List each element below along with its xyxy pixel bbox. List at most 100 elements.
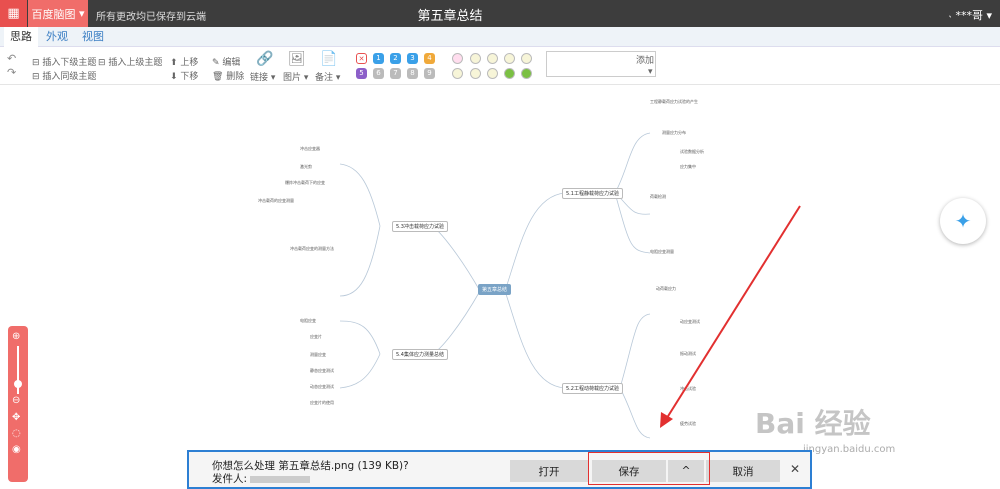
- leaf-node[interactable]: 测量应力分布: [662, 130, 686, 135]
- leaf-node[interactable]: 爆炸冲击载荷下的应变: [285, 180, 325, 185]
- caret-down-icon: ▾: [333, 73, 341, 83]
- priority-button-2[interactable]: 2: [390, 53, 401, 64]
- tag-dropdown-icon[interactable]: ▾: [648, 67, 653, 77]
- progress-clear-icon[interactable]: [452, 53, 463, 64]
- title-bar: ▦ 百度脑图 ▾ 所有更改均已保存到云端 第五章总结 ˴ ***哥 ▾: [0, 0, 1000, 27]
- save-options-chevron-up-icon[interactable]: ^: [668, 460, 704, 482]
- priority-button-8[interactable]: 8: [407, 68, 418, 79]
- highlight-box: [588, 452, 710, 485]
- leaf-node[interactable]: 应变片的使用: [310, 400, 334, 405]
- close-icon[interactable]: ✕: [790, 462, 801, 476]
- document-title: 第五章总结: [417, 9, 483, 24]
- watermark-logo: Bai 经验: [755, 407, 871, 440]
- branch-node[interactable]: 5.3冲击载荷应力试验: [392, 221, 448, 232]
- note-button[interactable]: 备注 ▾: [315, 73, 341, 83]
- leaf-node[interactable]: 试验数据分析: [680, 149, 704, 154]
- progress-icon[interactable]: [521, 53, 532, 64]
- root-node[interactable]: 第五章总结: [478, 284, 512, 295]
- app-grid-icon[interactable]: ▦: [0, 0, 27, 27]
- move-down-button[interactable]: ⬇ 下移: [170, 72, 199, 82]
- toolbar: [0, 47, 1000, 85]
- progress-icon[interactable]: [470, 53, 481, 64]
- caret-down-icon: ▾: [301, 73, 309, 83]
- download-question: 你想怎么处理 第五章总结.png (139 KB)?: [212, 460, 409, 472]
- priority-button-3[interactable]: 3: [407, 53, 418, 64]
- priority-button-4[interactable]: 4: [424, 53, 435, 64]
- leaf-node[interactable]: 应变片: [310, 334, 322, 339]
- save-button[interactable]: 保存: [592, 460, 666, 482]
- leaf-node[interactable]: 测量应变: [310, 352, 326, 357]
- leaf-node[interactable]: 应力集中: [680, 164, 696, 169]
- insert-parent-button[interactable]: ⊟ 插入上级主题: [98, 58, 163, 68]
- progress-icon[interactable]: [504, 68, 515, 79]
- priority-button-6[interactable]: 6: [373, 68, 384, 79]
- leaf-node[interactable]: 动应变测试: [680, 319, 700, 324]
- image-button[interactable]: 图片 ▾: [283, 73, 309, 83]
- app-name-button[interactable]: 百度脑图 ▾: [28, 0, 88, 27]
- zoom-out-icon[interactable]: ⊖: [12, 395, 21, 406]
- progress-icon[interactable]: [470, 68, 481, 79]
- undo-icon[interactable]: ↶: [7, 52, 17, 65]
- insert-sibling-icon: ⊟: [32, 72, 43, 82]
- leaf-node[interactable]: 冲击载荷应变的测量方法: [290, 246, 334, 251]
- delete-button[interactable]: 🗑 删除: [212, 72, 245, 82]
- progress-icon[interactable]: [487, 68, 498, 79]
- dot-icon: ˴: [948, 9, 956, 22]
- edit-button[interactable]: ✎ 编辑: [212, 58, 241, 68]
- locate-icon[interactable]: ◌: [12, 428, 21, 439]
- leaf-node[interactable]: 电阻应变: [300, 318, 316, 323]
- leaf-node[interactable]: 冲击应变器: [300, 146, 320, 151]
- image-icon[interactable]: 🖼: [288, 51, 306, 67]
- add-tag-button[interactable]: 添加: [636, 56, 655, 66]
- leaf-node[interactable]: 振动测试: [680, 351, 696, 356]
- progress-icon[interactable]: [487, 53, 498, 64]
- branch-node[interactable]: 5.2工程动荷载应力试验: [562, 383, 623, 394]
- branch-node[interactable]: 5.4集体应力测量总结: [392, 349, 448, 360]
- tab-view[interactable]: 视图: [82, 30, 104, 43]
- leaf-node[interactable]: 冲击试验: [680, 386, 696, 391]
- zoom-slider-handle[interactable]: [14, 380, 22, 388]
- move-icon[interactable]: ✥: [12, 412, 21, 423]
- leaf-node[interactable]: 激光剪: [300, 164, 312, 169]
- tag-input-box[interactable]: [546, 51, 656, 77]
- progress-icon[interactable]: [504, 53, 515, 64]
- trash-icon: 🗑: [212, 72, 227, 82]
- leaf-node[interactable]: 疲劳试验: [680, 421, 696, 426]
- mindmap-connectors: [339, 132, 651, 439]
- leaf-node[interactable]: 动态应变测试: [310, 384, 334, 389]
- mindmap-canvas[interactable]: 第五章总结 5.1工程静载荷应力试验 5.2工程动荷载应力试验 5.3冲击载荷应…: [0, 86, 1000, 489]
- eye-icon[interactable]: ◉: [12, 444, 21, 455]
- priority-clear-button[interactable]: ✕: [356, 53, 367, 64]
- link-icon[interactable]: 🔗: [256, 51, 274, 67]
- priority-button-5[interactable]: 5: [356, 68, 367, 79]
- leaf-node[interactable]: 静态应变测试: [310, 368, 334, 373]
- leaf-node[interactable]: 电阻应变测量: [650, 249, 674, 254]
- branch-node[interactable]: 5.1工程静载荷应力试验: [562, 188, 623, 199]
- open-button[interactable]: 打开: [510, 460, 588, 482]
- tab-thinking[interactable]: 思路: [4, 27, 38, 47]
- cancel-button[interactable]: 取消: [706, 460, 780, 482]
- zoom-slider-track[interactable]: [17, 346, 19, 394]
- insert-sibling-button[interactable]: ⊟ 插入同级主题: [32, 72, 97, 82]
- priority-button-7[interactable]: 7: [390, 68, 401, 79]
- leaf-node[interactable]: 荷载检测: [650, 194, 666, 199]
- leaf-node[interactable]: 冲击载荷的应变测量: [258, 198, 294, 203]
- note-icon[interactable]: 📄: [320, 51, 338, 67]
- user-name[interactable]: ˴ ***哥 ▾: [948, 9, 992, 22]
- link-button[interactable]: 链接 ▾: [250, 73, 276, 83]
- priority-button-9[interactable]: 9: [424, 68, 435, 79]
- assistant-bird-icon[interactable]: ✦: [940, 198, 986, 244]
- redo-icon[interactable]: ↷: [7, 66, 17, 79]
- tab-appearance[interactable]: 外观: [46, 30, 68, 43]
- annotation-arrow: [660, 205, 801, 428]
- caret-down-icon: ▾: [75, 7, 85, 20]
- leaf-node[interactable]: 动荷载应力: [656, 286, 676, 291]
- leaf-node[interactable]: 工程静载荷应力试验的产生: [650, 99, 698, 104]
- progress-done-icon[interactable]: [521, 68, 532, 79]
- move-up-button[interactable]: ⬆ 上移: [170, 58, 199, 68]
- progress-icon[interactable]: [452, 68, 463, 79]
- zoom-in-icon[interactable]: ⊕: [12, 331, 21, 342]
- edit-icon: ✎: [212, 58, 223, 68]
- priority-button-1[interactable]: 1: [373, 53, 384, 64]
- insert-child-button[interactable]: ⊟ 插入下级主题: [32, 58, 97, 68]
